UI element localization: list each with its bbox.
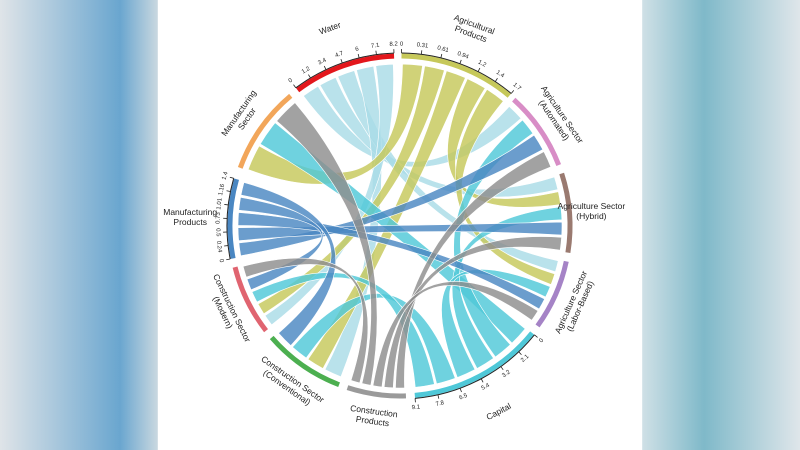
tick-label: 0.5 bbox=[214, 228, 220, 237]
tick-label: 0.73 bbox=[215, 211, 222, 224]
segment-arc bbox=[269, 335, 340, 388]
tick-mark bbox=[308, 74, 311, 79]
ribbon bbox=[372, 281, 539, 388]
axis-arc bbox=[401, 52, 512, 94]
tick-label: 7.1 bbox=[371, 43, 381, 50]
ribbon bbox=[240, 182, 337, 347]
tick-label: 1.4 bbox=[222, 171, 230, 181]
ribbon bbox=[237, 221, 563, 242]
tick-label: 1.7 bbox=[511, 82, 522, 92]
tick-mark bbox=[500, 366, 504, 371]
axis-arc bbox=[295, 52, 394, 89]
segment-arc bbox=[414, 331, 535, 398]
segment-label-line: Products bbox=[355, 414, 390, 429]
tick-mark bbox=[494, 78, 498, 82]
segment-label-line: Water bbox=[318, 20, 343, 37]
tick-label: 0.94 bbox=[456, 51, 470, 61]
tick-label: 0 bbox=[400, 42, 404, 48]
segment-arc bbox=[559, 172, 573, 253]
ribbon bbox=[447, 78, 561, 208]
segment-arc bbox=[346, 385, 407, 399]
tick-label: 3.4 bbox=[317, 57, 328, 66]
segment-label-line: Capital bbox=[485, 401, 513, 422]
tick-label: 7.8 bbox=[435, 400, 445, 408]
ribbon bbox=[276, 102, 378, 386]
tick-mark bbox=[518, 351, 522, 356]
segment-label: Water bbox=[318, 20, 343, 37]
tick-mark bbox=[459, 388, 462, 393]
tick-label: 1.4 bbox=[495, 70, 506, 80]
ribbon bbox=[383, 236, 562, 389]
tick-label: 5.4 bbox=[481, 382, 492, 392]
ribbon bbox=[264, 63, 394, 326]
segment-label: Capital bbox=[485, 401, 513, 422]
tick-label: 0 bbox=[539, 337, 546, 344]
tick-label: 0 bbox=[218, 259, 225, 264]
ribbon bbox=[324, 65, 382, 378]
ribbon bbox=[238, 196, 324, 291]
ribbon bbox=[242, 257, 369, 384]
ribbon bbox=[395, 151, 552, 389]
tick-mark bbox=[357, 53, 360, 58]
segment-label-line: Manufacturing bbox=[163, 207, 217, 217]
segment-arc bbox=[237, 93, 293, 169]
tick-mark bbox=[340, 59, 343, 64]
tick-label: 1.01 bbox=[216, 197, 223, 210]
segment-label-line: Products bbox=[173, 217, 207, 227]
tick-label: 6.5 bbox=[458, 393, 469, 402]
segment-arc bbox=[401, 53, 511, 98]
tick-label: 1.16 bbox=[218, 183, 226, 196]
tick-label: 0.24 bbox=[215, 241, 222, 254]
ribbon bbox=[257, 65, 445, 315]
tick-label: 0 bbox=[288, 77, 295, 84]
tick-mark bbox=[477, 67, 481, 72]
tick-mark bbox=[229, 176, 234, 179]
ribbon bbox=[247, 63, 423, 185]
ribbon bbox=[237, 212, 546, 310]
segment-label: Construction Sector(Modern) bbox=[211, 272, 253, 344]
tick-mark bbox=[459, 59, 462, 64]
tick-mark bbox=[323, 65, 327, 70]
tick-label: 2.1 bbox=[520, 353, 531, 364]
ribbon bbox=[292, 293, 456, 385]
segment-arc bbox=[232, 266, 269, 333]
tick-mark bbox=[534, 334, 538, 338]
tick-label: 9.1 bbox=[411, 404, 420, 411]
segment-arc bbox=[227, 178, 239, 259]
ribbon bbox=[238, 134, 544, 257]
tick-label: 0.61 bbox=[436, 45, 449, 54]
segment-label-line: Agriculture Sector bbox=[558, 201, 626, 211]
tick-label: 3.2 bbox=[501, 369, 512, 379]
tick-mark bbox=[440, 53, 443, 58]
ribbon bbox=[307, 70, 466, 369]
segment-arc bbox=[296, 53, 395, 93]
tick-mark bbox=[510, 90, 515, 94]
segment-label: Agriculture Sector(Automated) bbox=[537, 84, 586, 145]
segment-label-line: (Hybrid) bbox=[576, 211, 606, 221]
tick-mark bbox=[437, 394, 440, 399]
tick-mark bbox=[226, 190, 231, 192]
axis-arc bbox=[415, 334, 535, 399]
ribbon bbox=[251, 272, 435, 388]
tick-label: 4.7 bbox=[335, 51, 345, 60]
segment-arc bbox=[512, 97, 562, 166]
tick-label: 6 bbox=[355, 46, 360, 53]
tick-label: 1.2 bbox=[477, 60, 488, 69]
tick-mark bbox=[226, 258, 231, 261]
tick-label: 1.2 bbox=[301, 66, 312, 76]
segment-arc bbox=[535, 260, 569, 328]
segment-label: Agriculture Sector(Hybrid) bbox=[558, 201, 626, 221]
tick-label: 0.31 bbox=[416, 42, 429, 49]
tick-mark bbox=[293, 84, 297, 89]
tick-mark bbox=[375, 50, 377, 55]
tick-mark bbox=[480, 378, 484, 383]
tick-label: 8.2 bbox=[389, 42, 398, 48]
